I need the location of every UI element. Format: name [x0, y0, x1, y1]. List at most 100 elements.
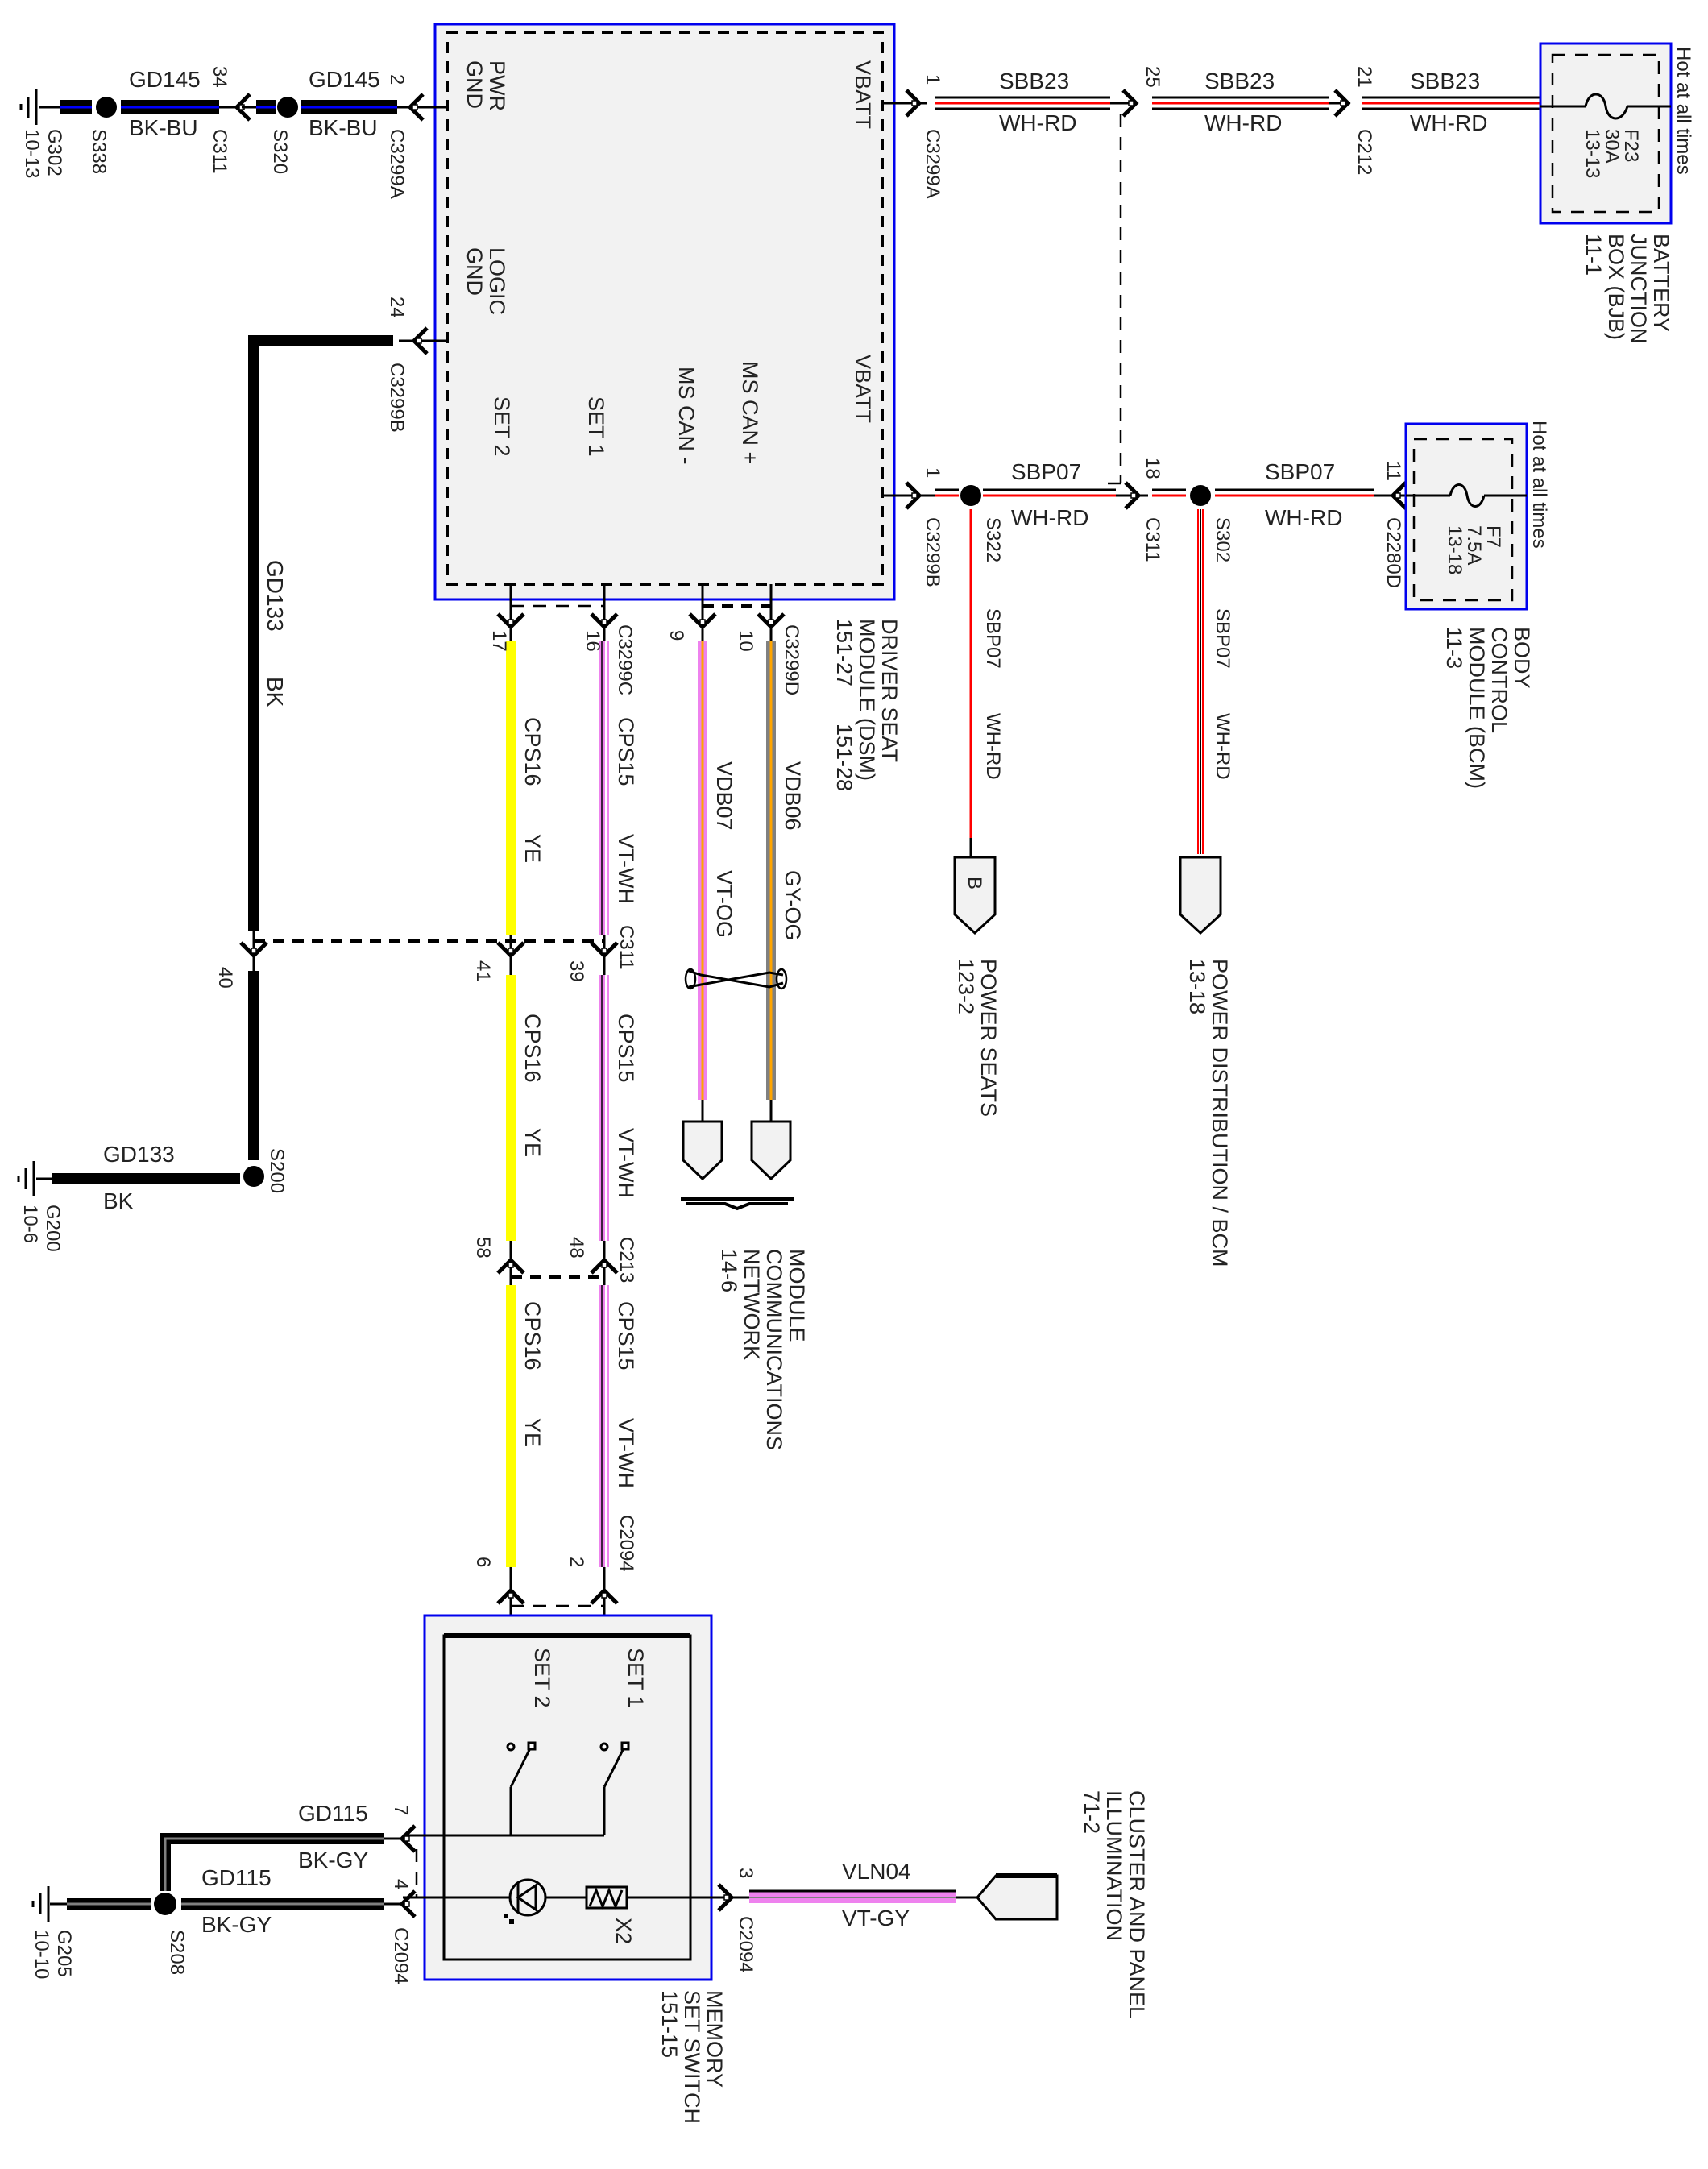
gd133-vertical-color: BK [263, 677, 288, 707]
c2094-4-pin: 4 [390, 1879, 412, 1889]
c3299c-17-pin: 17 [488, 630, 510, 652]
c-25-pin: 25 [1142, 66, 1163, 88]
gd145-color-label-2: BK-BU [309, 115, 378, 140]
sbp07-circuit-1: SBP07 [1011, 459, 1081, 484]
c2094-right-label: C2094 [735, 1916, 757, 1973]
c3299a-1-pin: 1 [922, 74, 943, 85]
cps16-color-3: YE [520, 1418, 545, 1447]
g302-label: G302 [44, 129, 65, 176]
cps15-color-3: VT-WH [614, 1418, 638, 1488]
vln04-circuit-label: VLN04 [842, 1859, 911, 1884]
s200-label: S200 [266, 1148, 288, 1193]
power-seats-tag: B [964, 877, 985, 890]
bcm-rating: 7.5A [1463, 525, 1485, 565]
module-comm-line1: MODULE [785, 1249, 809, 1342]
cluster-line1: CLUSTER AND PANEL [1125, 1790, 1149, 2018]
c311-40-pin: 40 [214, 967, 236, 989]
c2094-top-label: C2094 [616, 1515, 637, 1572]
splice-s322 [960, 485, 981, 506]
cps15-color-2: VT-WH [614, 1128, 638, 1198]
gd133-circuit: 24 C3299B GD133 BK 40 S200 GD133 BK G200… [17, 297, 447, 1252]
msw-name-2: SET SWITCH [680, 1990, 704, 2124]
fuse-f23-icon [1584, 93, 1629, 120]
c2094-3-pin: 3 [735, 1868, 757, 1878]
power-distribution-label: POWER DISTRIBUTION / BCM [1208, 959, 1232, 1267]
c213-48-pin: 48 [566, 1237, 587, 1259]
sbb23-circuit-2: SBB23 [1204, 68, 1275, 93]
vdb07-circuit: VDB07 [712, 761, 736, 831]
ground-g205-icon [31, 1885, 50, 1923]
sbp07-vertical-color-2: WH-RD [1212, 713, 1233, 780]
c2094-7-pin: 7 [390, 1805, 412, 1815]
bcm-fuse-ref: 13-18 [1444, 525, 1465, 574]
gd145-color-label-1: BK-BU [129, 115, 198, 140]
g200-label: G200 [42, 1205, 64, 1252]
cps16-circuit-2: CPS16 [520, 1014, 545, 1083]
cps16-circuit-1: CPS16 [520, 717, 545, 786]
dsm-pin-vbatt-top: VBATT [851, 60, 875, 129]
dsm-pin-pwr: PWR [485, 60, 509, 111]
module-comm-line2: COMMUNICATIONS [762, 1249, 786, 1450]
sbp07-circuit: SBP07 WH-RD SBP07 WH-RD 1 C3299B S322 18… [882, 458, 1406, 857]
dsm-ref-2: 151-28 [832, 724, 856, 791]
bcm-fuse: F7 [1482, 525, 1504, 548]
c213-58-pin: 58 [472, 1237, 494, 1259]
battery-junction-box: F23 30A 13-13 Hot at all times BATTERY J… [1539, 42, 1694, 344]
cluster-line2: ILLUMINATION [1102, 1790, 1126, 1941]
msw-ref: 151-15 [657, 1990, 682, 2058]
gd133-horizontal-color: BK [103, 1188, 134, 1213]
vln04-circuit: VLN04 VT-GY 3 C2094 CLUSTER AND PANEL IL… [719, 1790, 1149, 2018]
cps15-color-1: VT-WH [614, 834, 638, 904]
c311-41-pin: 41 [472, 960, 494, 982]
c311-39-pin: 39 [566, 960, 587, 982]
c213-label: C213 [616, 1237, 637, 1283]
msw-x2-label: X2 [611, 1918, 636, 1944]
gd133-vertical-circuit: GD133 [263, 560, 288, 632]
c3299b-1-label: C3299B [922, 517, 943, 587]
bjb-rating: 30A [1601, 129, 1623, 164]
c2280d-label: C2280D [1383, 517, 1404, 588]
c3299d-9-pin: 9 [665, 630, 687, 641]
splice-s338 [96, 97, 117, 118]
gd145-circuit: GD145 BK-BU GD145 BK-BU G302 10-13 S338 … [19, 66, 447, 199]
c311-34-label: C311 [209, 129, 230, 174]
can-minus-reference-icon [682, 1120, 723, 1181]
bjb-fuse: F23 [1620, 129, 1642, 162]
cluster-ref: 71-2 [1080, 1790, 1104, 1834]
splice-s200 [243, 1166, 264, 1187]
c2094-6-pin: 6 [472, 1557, 494, 1567]
splice-s302 [1190, 485, 1211, 506]
sbb23-color-1: WH-RD [999, 110, 1076, 135]
cps15-circuit-3: CPS15 [614, 1301, 638, 1371]
sbb23-circuit-1: SBB23 [999, 68, 1069, 93]
c3299a-2-pin: 2 [386, 74, 408, 85]
sbp07-color-1: WH-RD [1011, 505, 1088, 530]
c311-18-label: C311 [1142, 517, 1163, 562]
dsm-pin-ms-can-plus: MS CAN + [738, 361, 762, 464]
switch-set1-icon [599, 1741, 630, 1835]
c2094-2-pin: 2 [566, 1557, 587, 1567]
bjb-fuse-ref: 13-13 [1582, 129, 1603, 178]
msw-set2-label: SET 2 [530, 1648, 554, 1708]
dsm-bottom-wires: 17 16 C3299C 9 10 C3299D CPS16 YE CPS15 … [254, 584, 809, 1747]
sbp07-vertical-color-1: WH-RD [982, 713, 1004, 780]
c3299c-16-pin: 16 [582, 630, 603, 652]
bcm-hot-label: Hot at all times [1528, 421, 1550, 549]
sbp07-vertical-circuit-1: SBP07 [982, 608, 1004, 669]
body-control-module: F7 7.5A 13-18 Hot at all times BODY CONT… [1404, 421, 1550, 789]
sbb23-circuit-3: SBB23 [1410, 68, 1480, 93]
c311-mid-label: C311 [616, 925, 637, 970]
dsm-name-1: DRIVER SEAT [877, 619, 902, 762]
g205-label: G205 [53, 1930, 75, 1977]
driver-seat-module: PWR GND LOGIC GND VBATT VBATT SET 2 SET … [433, 23, 902, 791]
gd115-circuit-upper: GD115 [298, 1801, 368, 1826]
c3299b-1-pin: 1 [922, 467, 943, 478]
memory-set-switch: SET 2 SET 1 X2 MEMOR [403, 1614, 749, 2124]
vdb06-color: GY-OG [781, 870, 805, 941]
gd133-horizontal-circuit: GD133 [103, 1142, 175, 1167]
dsm-pin-set1: SET 1 [584, 396, 608, 457]
g205-ref: 10-10 [31, 1930, 52, 1979]
gd145-circuit-label-2: GD145 [309, 67, 380, 92]
c3299a-2-label: C3299A [386, 129, 408, 199]
dsm-pin-pwr-gnd: GND [462, 60, 487, 109]
